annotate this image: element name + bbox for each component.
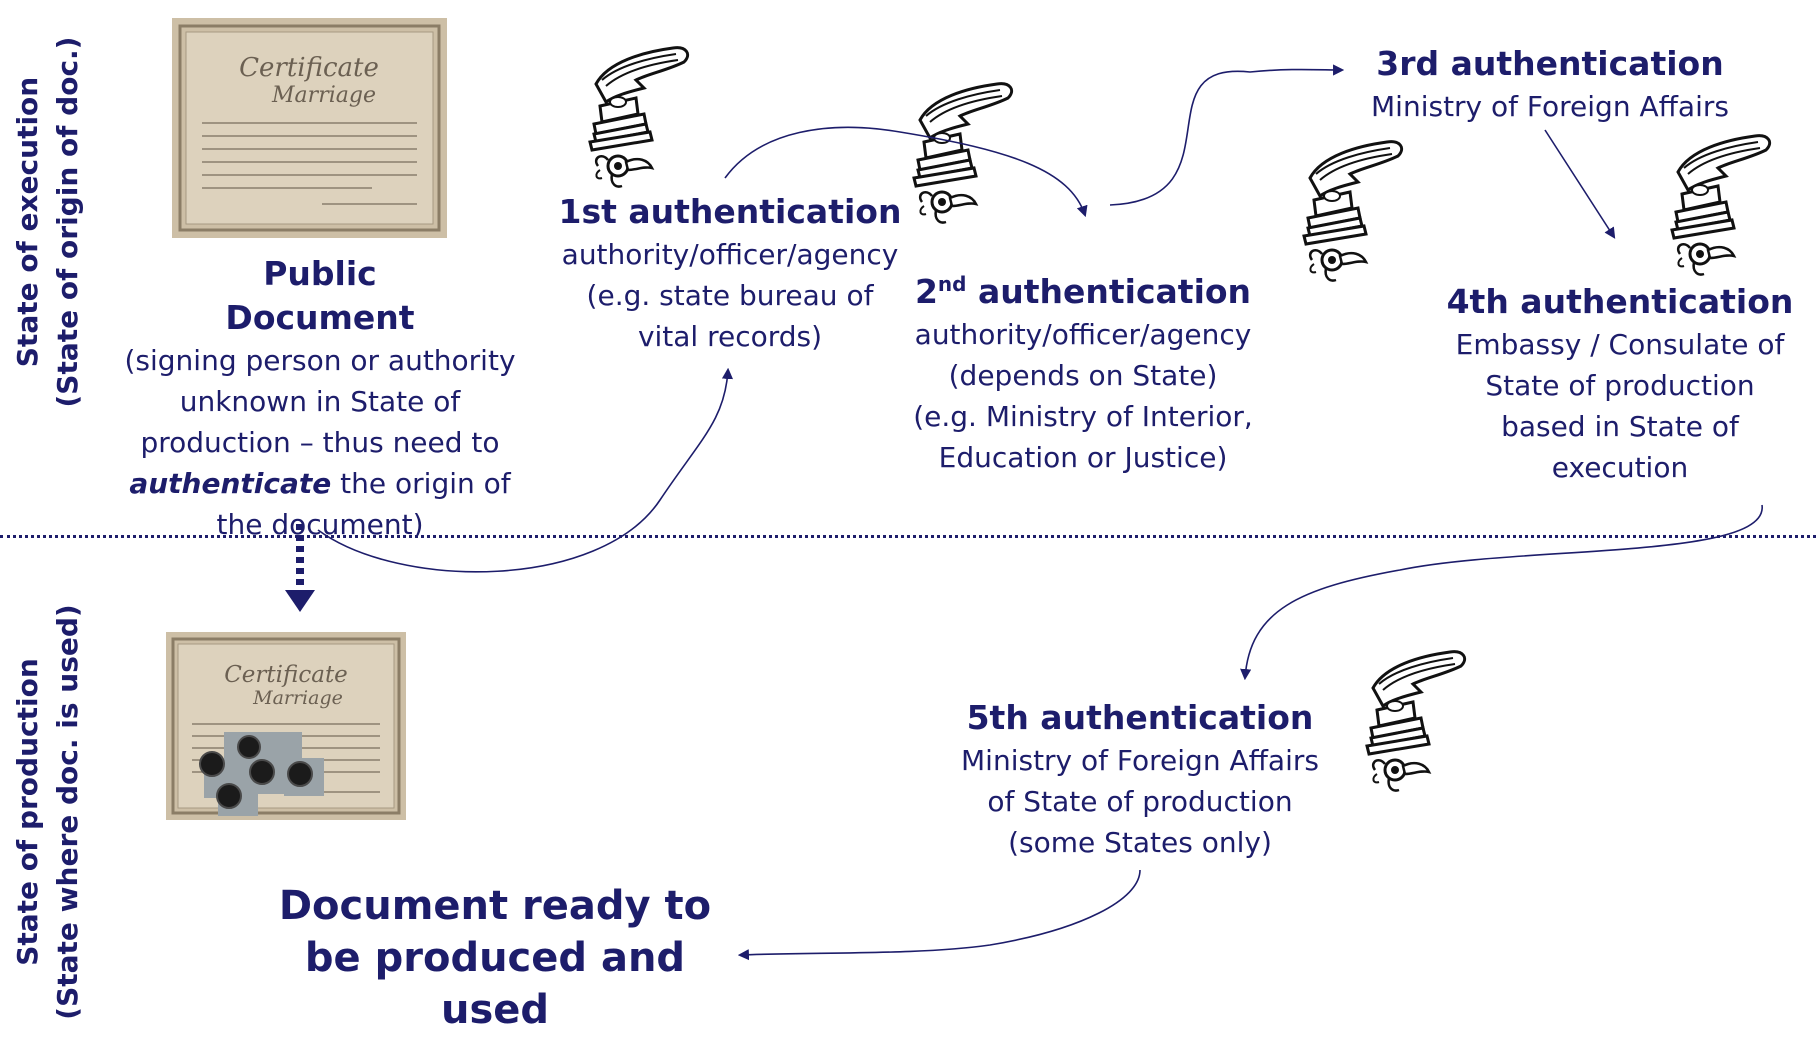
state-divider — [0, 535, 1816, 538]
public-document-desc-line5: the document) — [216, 508, 424, 541]
auth1-line3: vital records) — [637, 320, 823, 353]
auth1-line2: (e.g. state bureau of — [586, 279, 874, 312]
auth5-block: 5th authentication Ministry of Foreign A… — [935, 696, 1345, 863]
svg-text:Certificate: Certificate — [224, 662, 348, 688]
auth5-line3: (some States only) — [1008, 826, 1272, 859]
auth5-line1: Ministry of Foreign Affairs — [961, 744, 1319, 777]
svg-text:Certificate: Certificate — [239, 53, 379, 83]
final-line1: Document ready to — [278, 883, 712, 929]
auth2-line2: (depends on State) — [948, 359, 1218, 392]
auth3-block: 3rd authentication Ministry of Foreign A… — [1330, 42, 1770, 127]
auth4-line3: based in State of — [1501, 410, 1739, 443]
arrow-auth1-to-auth2 — [724, 126, 1088, 218]
auth2-title: 2nd authentication — [893, 262, 1273, 314]
auth4-line1: Embassy / Consulate of — [1455, 328, 1785, 361]
auth5-title: 5th authentication — [966, 698, 1314, 737]
auth2-line1: authority/officer/agency — [914, 318, 1252, 351]
public-document-desc-line3: production – thus need to — [140, 426, 500, 459]
public-document-title-line2: Document — [225, 298, 415, 337]
auth1-block: 1st authentication authority/officer/age… — [540, 190, 920, 357]
arrow-auth2-to-auth3 — [1109, 64, 1345, 206]
stamp-seal-icon — [249, 759, 275, 785]
svg-text:Marriage: Marriage — [271, 83, 376, 108]
auth3-title: 3rd authentication — [1376, 44, 1724, 83]
stamp-seal-icon — [287, 761, 313, 787]
public-document-desc-line4: authenticate the origin of — [100, 463, 540, 504]
stamp-seal-icon — [216, 783, 242, 809]
certificate-image: Certificate Marriage — [172, 18, 447, 238]
auth2-line3: (e.g. Ministry of Interior, — [913, 400, 1253, 433]
auth2-block: 2nd authentication authority/officer/age… — [893, 262, 1273, 478]
public-document-desc-line4-rest: the origin of — [331, 467, 511, 500]
arrow-doc-to-auth1 — [317, 367, 734, 573]
final-line3: used — [440, 987, 550, 1033]
stamp-seal-icon — [199, 751, 225, 777]
auth2-title-rest: authentication — [966, 272, 1252, 311]
final-line2: be produced and — [304, 935, 686, 981]
certificate-with-seals-image: Certificate Marriage — [166, 632, 406, 820]
final-message: Document ready to be produced and used — [260, 880, 730, 1036]
public-document-desc-line1: (signing person or authority — [124, 344, 516, 377]
authenticate-emphasis: authenticate — [129, 467, 332, 500]
auth2-title-sup: nd — [937, 272, 967, 296]
stamp-seal-icon — [237, 735, 261, 759]
auth4-title: 4th authentication — [1446, 282, 1794, 321]
auth2-title-num: 2 — [914, 272, 938, 311]
public-document-desc-line2: unknown in State of — [179, 385, 461, 418]
auth2-line4: Education or Justice) — [938, 441, 1228, 474]
auth4-line4: execution — [1551, 451, 1689, 484]
auth1-title: 1st authentication — [558, 192, 902, 231]
public-document-title-line1: Public — [263, 254, 377, 293]
down-arrowhead — [285, 590, 315, 612]
auth5-line2: of State of production — [987, 785, 1293, 818]
auth3-line1: Ministry of Foreign Affairs — [1371, 90, 1729, 123]
arrow-auth4-to-auth5 — [1240, 504, 1763, 681]
public-document-block: Public Document (signing person or autho… — [100, 252, 540, 545]
auth4-line2: State of production — [1485, 369, 1755, 402]
arrow-auth3-to-auth4 — [1544, 129, 1616, 239]
auth1-line1: authority/officer/agency — [561, 238, 899, 271]
auth4-block: 4th authentication Embassy / Consulate o… — [1420, 280, 1816, 488]
arrow-auth5-to-final — [737, 869, 1141, 961]
svg-text:Marriage: Marriage — [252, 687, 343, 709]
